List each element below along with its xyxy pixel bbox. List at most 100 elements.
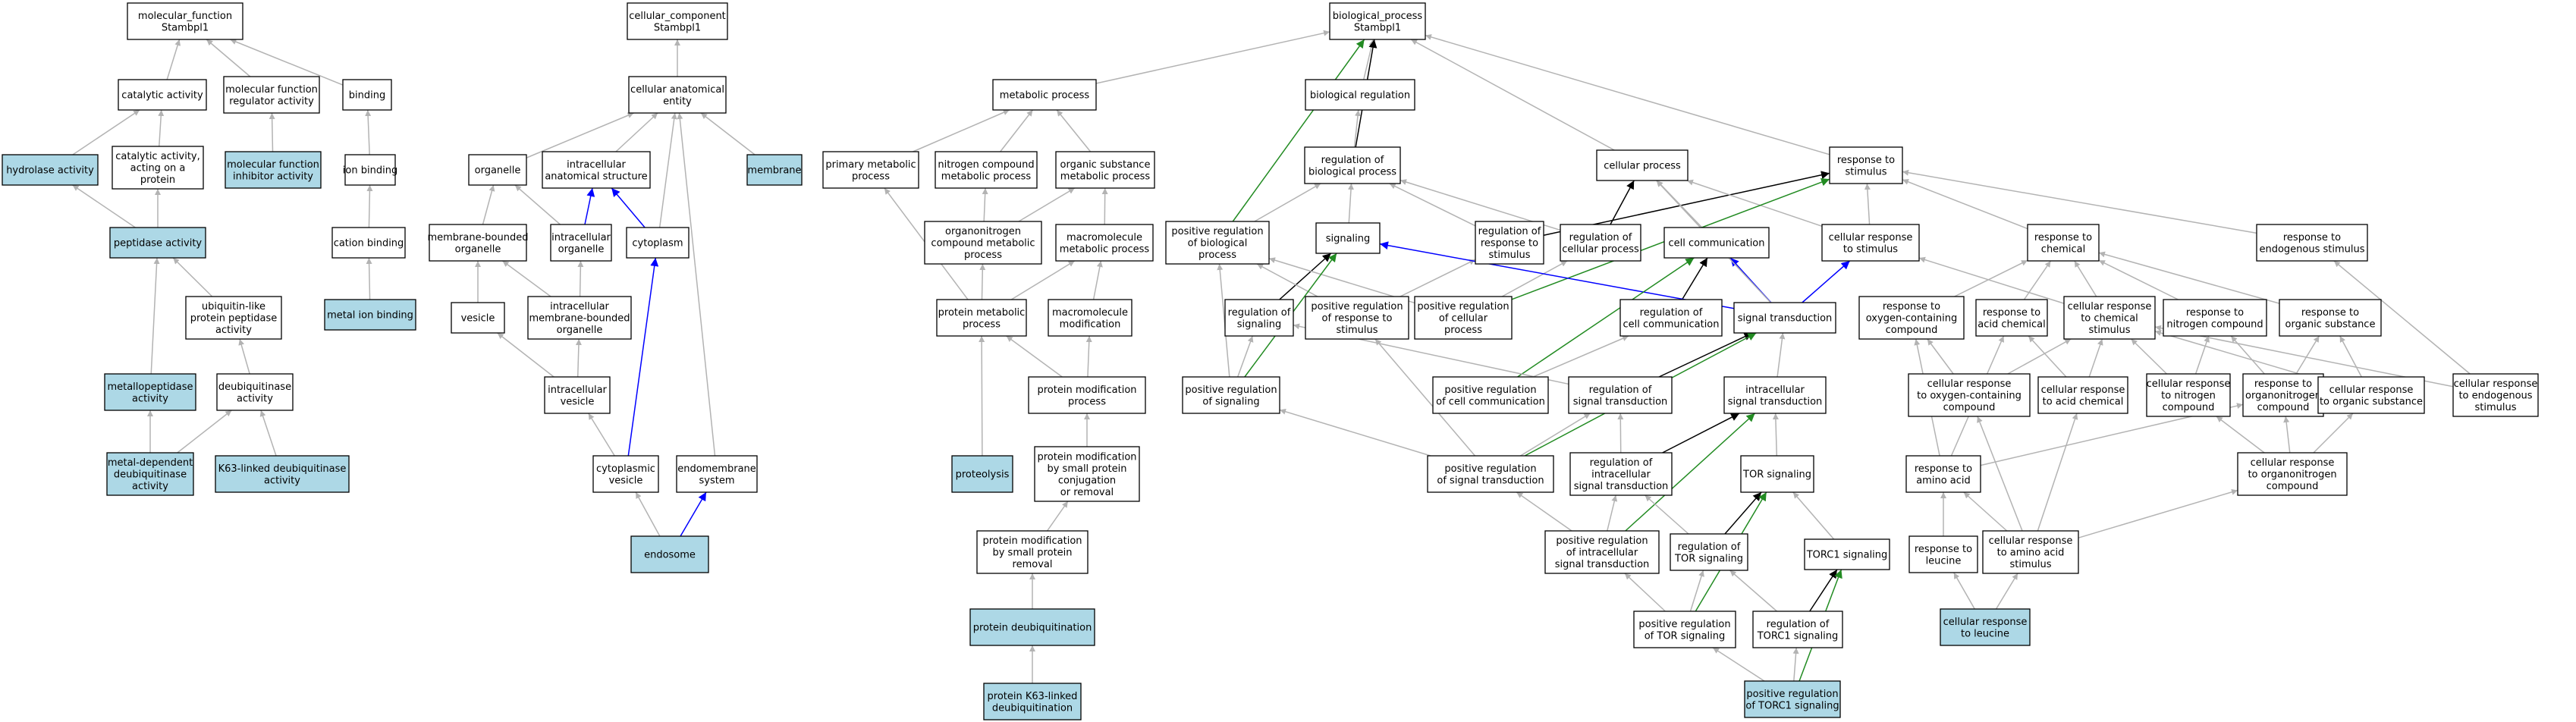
go-term-node-hydrolase[interactable]: hydrolase activity (2, 154, 99, 186)
edge-default (1501, 260, 1568, 297)
go-term-node-cellcomm[interactable]: cell communication (1663, 227, 1770, 259)
go-term-node-ionbind[interactable]: ion binding (343, 154, 397, 186)
go-term-node-membrane[interactable]: membrane (746, 154, 803, 186)
go-term-node-endosome[interactable]: endosome (630, 535, 709, 573)
go-term-node-sigtrans[interactable]: signal transduction (1733, 302, 1836, 334)
go-term-node-catalytic[interactable]: catalytic activity (118, 79, 207, 111)
go-term-node-proteolysis[interactable]: proteolysis (951, 455, 1013, 493)
edge-default (2098, 251, 2280, 304)
go-term-node-organelle[interactable]: organelle (468, 154, 527, 186)
go-term-node-metalion[interactable]: metal ion binding (324, 299, 416, 331)
node-label-line: intracellular (550, 301, 609, 312)
go-term-node-binding[interactable]: binding (342, 79, 392, 111)
node-box (2, 154, 99, 186)
go-term-node-torc1sig[interactable]: TORC1 signaling (1804, 538, 1890, 570)
go-term-node-signaling[interactable]: signaling (1315, 222, 1381, 254)
go-term-node-cytoplasm[interactable]: cytoplasm (626, 227, 690, 259)
node-label-line: compound (2163, 402, 2215, 413)
go-term-node-cellproc[interactable]: cellular process (1596, 149, 1689, 181)
go-term-node-peptidase[interactable]: peptidase activity (109, 227, 206, 259)
node-box (992, 79, 1097, 111)
go-term-node-bioreg[interactable]: biological regulation (1305, 79, 1415, 111)
go-term-node-torsig[interactable]: TOR signaling (1740, 455, 1814, 493)
node-label-line: process (1198, 250, 1236, 261)
node-box (118, 79, 207, 111)
go-term-node-vesicle[interactable]: vesicle (451, 302, 505, 334)
go-term-node-protdeubiq[interactable]: protein deubiquitination (969, 608, 1095, 646)
node-box (1305, 79, 1415, 111)
go-term-node-metabolic[interactable]: metabolic process (992, 79, 1097, 111)
go-term-node-cationbind[interactable]: cation binding (331, 227, 406, 259)
